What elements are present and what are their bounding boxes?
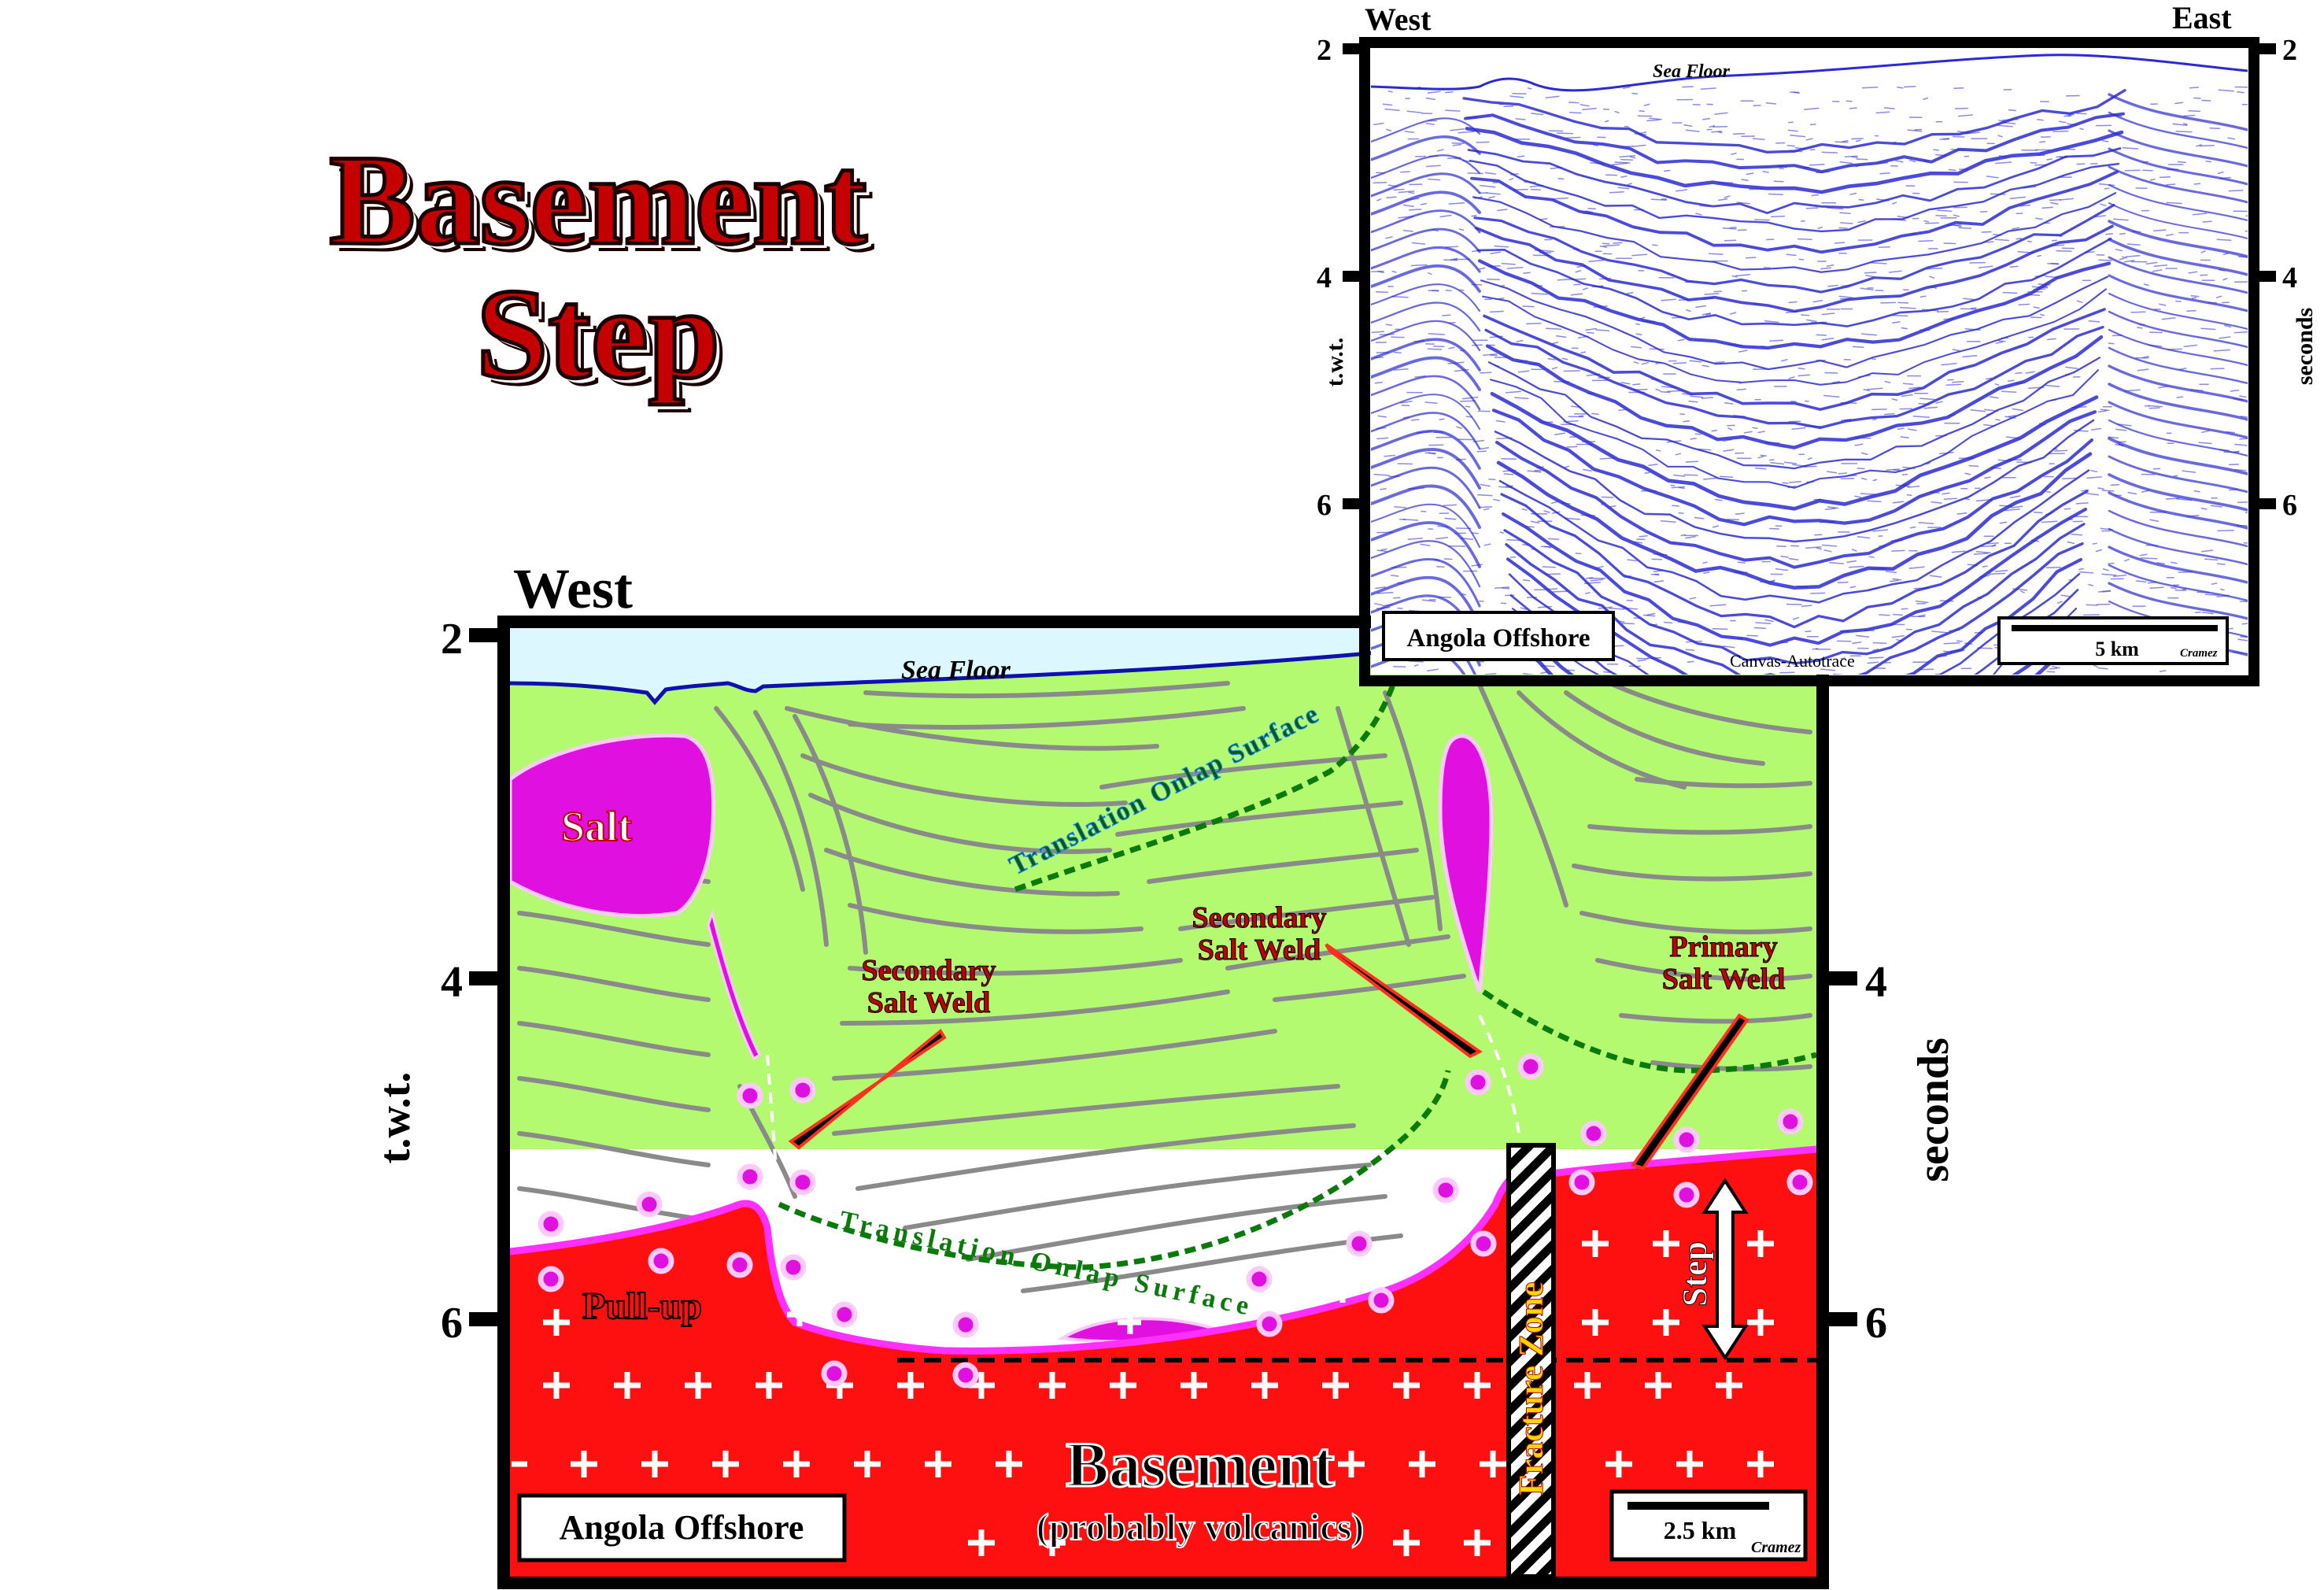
main-sea-floor-label: Sea Floor (901, 656, 1011, 685)
main-section: West 2 4 6 4 6 t.w.t. seconds Sea Floor … (371, 557, 1958, 1589)
inset-tick-6: 6 (1317, 489, 1332, 522)
salt-tail-west (707, 908, 761, 1061)
salt-body-west (510, 733, 716, 919)
main-scale-box: 2.5 km Cramez (1609, 1489, 1808, 1562)
inset-right-tick-2: 2 (2282, 34, 2297, 67)
fracture-zone-label: Fracture Zone (1512, 1281, 1550, 1496)
primary-weld-label: Primary Salt Weld (1661, 930, 1786, 997)
sediment-body (510, 649, 1816, 1149)
inset-scale-label: 5 km (2095, 638, 2139, 660)
main-left-axis-label: t.w.t. (371, 1072, 419, 1164)
main-right-tick-4: 4 (1865, 958, 1887, 1007)
weld-arrows (788, 943, 1749, 1170)
step-arrow (1701, 1178, 1749, 1361)
main-right-tick-6: 6 (1865, 1299, 1887, 1348)
main-tick-4: 4 (441, 958, 463, 1007)
svg-text:Salt Weld: Salt Weld (1198, 934, 1321, 967)
inset-right-tick-4: 4 (2282, 261, 2297, 294)
main-location-label: Angola Offshore (560, 1508, 804, 1547)
step-label: Step (1676, 1241, 1714, 1307)
inset-section: West East 2 4 6 2 4 6 t.w.t. seconds Sea… (1317, 0, 2318, 686)
main-tick-6: 6 (441, 1299, 463, 1348)
seismic-traces (1371, 54, 2248, 675)
secondary-weld-label-1: Secondary Salt Weld (861, 954, 996, 1020)
basement-crosses (512, 1230, 1774, 1556)
main-right-axis-label: seconds (1909, 1037, 1958, 1182)
fracture-zone (1506, 1143, 1556, 1577)
main-tick-2: 2 (441, 615, 463, 664)
reflector-lines (517, 681, 1812, 1293)
inset-location-box: Angola Offshore (1382, 611, 1615, 661)
main-west-label: West (513, 557, 633, 620)
title-line-1: Basement (327, 129, 869, 272)
svg-text:Primary: Primary (1669, 930, 1777, 963)
inset-author-label: Cramez (2180, 647, 2218, 660)
pull-up-label: Pull-up (582, 1285, 702, 1327)
svg-text:Salt Weld: Salt Weld (1662, 963, 1786, 996)
salt-remnant-dots (538, 1053, 1813, 1388)
main-location-box: Angola Offshore (517, 1493, 847, 1562)
page-title: Basement Step (315, 129, 881, 405)
secondary-weld-label-2: Secondary Salt Weld (1192, 901, 1327, 967)
svg-text:Secondary: Secondary (1192, 901, 1327, 934)
basement-sub-label: (probably volcanics) (1036, 1507, 1364, 1548)
weld-traces (766, 1015, 1520, 1205)
inset-east-label: East (2172, 0, 2232, 35)
main-author-label: Cramez (1751, 1539, 1801, 1556)
inset-axis-ticks (1343, 43, 2276, 509)
inset-sea-floor-label: Sea Floor (1653, 61, 1731, 82)
title-line-2: Step (475, 263, 722, 405)
main-frame (497, 616, 1829, 1589)
inset-right-tick-6: 6 (2282, 489, 2297, 522)
onlap-surfaces (778, 683, 1816, 1270)
main-scale-label: 2.5 km (1664, 1516, 1737, 1544)
svg-text:Secondary: Secondary (862, 954, 996, 987)
inset-left-axis-label: t.w.t. (1322, 338, 1348, 387)
salt-label: Salt (561, 803, 632, 850)
main-axis-ticks (469, 628, 1857, 1326)
inset-right-axis-label: seconds (2292, 308, 2318, 385)
basement-label: Basement (1066, 1429, 1335, 1500)
inset-background (1371, 49, 2248, 675)
inset-caption: Canvas-Autotrace (1730, 651, 1855, 671)
svg-text:Salt Weld: Salt Weld (867, 986, 991, 1019)
basement-body (510, 1149, 1816, 1577)
inset-west-label: West (1365, 2, 1432, 37)
inset-scale-box: 5 km Cramez (1997, 616, 2229, 665)
inset-tick-4: 4 (1317, 261, 1332, 294)
inset-location-label: Angola Offshore (1406, 624, 1590, 653)
salt-diapir-east (1438, 734, 1494, 993)
inset-frame (1359, 37, 2259, 686)
inset-tick-2: 2 (1317, 34, 1332, 67)
